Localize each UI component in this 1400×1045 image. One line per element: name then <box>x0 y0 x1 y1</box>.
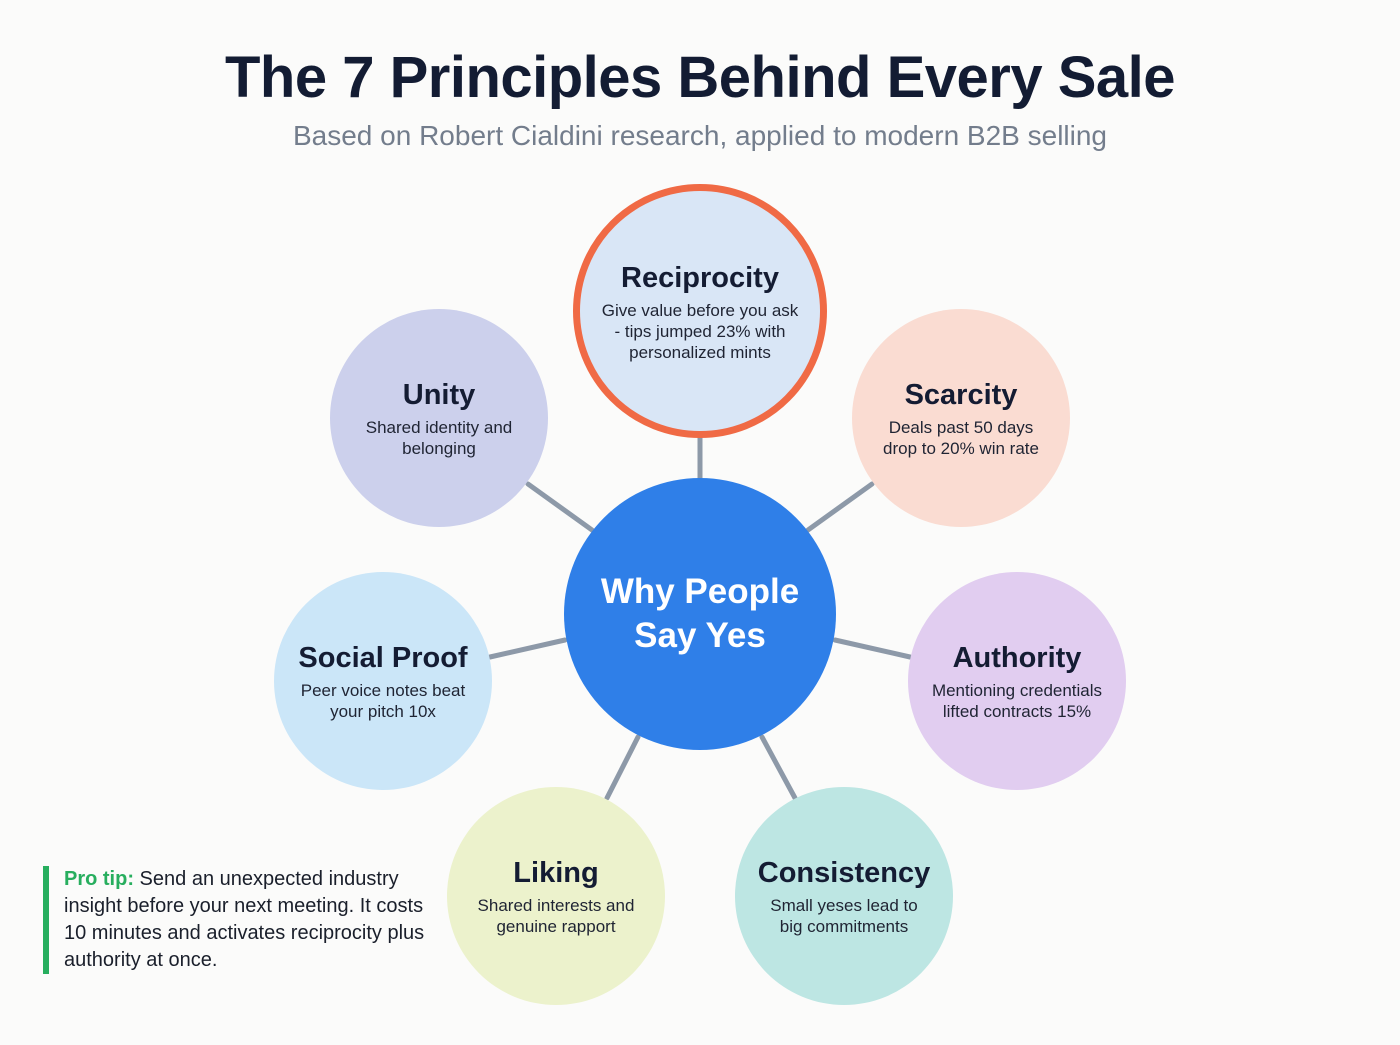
principle-liking: Liking Shared interests and genuine rapp… <box>447 787 665 1005</box>
principle-reciprocity: Reciprocity Give value before you ask - … <box>573 184 827 438</box>
principle-consistency: Consistency Small yeses lead to big comm… <box>735 787 953 1005</box>
principle-name: Unity <box>402 379 476 411</box>
connector-consistency <box>759 734 798 801</box>
principle-description: Small yeses lead to big commitments <box>770 896 918 936</box>
connector-unity <box>525 481 595 533</box>
connector-scarcity <box>805 481 875 533</box>
connector-liking <box>604 734 641 801</box>
page-title: The 7 Principles Behind Every Sale <box>224 45 1176 110</box>
principle-name: Social Proof <box>298 642 468 674</box>
pro-tip-label: Pro tip: <box>64 868 134 890</box>
principle-name: Authority <box>952 642 1082 674</box>
connector-social-proof <box>487 637 568 660</box>
principle-scarcity: Scarcity Deals past 50 days drop to 20% … <box>852 309 1070 527</box>
principle-social-proof: Social Proof Peer voice notes beat your … <box>274 572 492 790</box>
connector-authority <box>832 637 913 660</box>
principle-name: Reciprocity <box>621 261 779 294</box>
principle-name: Consistency <box>757 857 931 889</box>
principle-authority: Authority Mentioning credentials lifted … <box>908 572 1126 790</box>
principle-description: Peer voice notes beat your pitch 10x <box>300 681 466 721</box>
hub-node: Why People Say Yes <box>564 478 836 750</box>
principle-unity: Unity Shared identity and belonging <box>330 309 548 527</box>
principle-description: Shared interests and genuine rapport <box>477 896 635 936</box>
hub-label: Why People Say Yes <box>600 572 800 655</box>
principle-description: Shared identity and belonging <box>365 418 513 458</box>
page-subtitle: Based on Robert Cialdini research, appli… <box>292 120 1108 151</box>
principle-description: Mentioning credentials lifted contracts … <box>931 681 1103 721</box>
pro-tip-text: Send an unexpected industry insight befo… <box>64 868 425 971</box>
principle-name: Liking <box>513 857 599 889</box>
principle-name: Scarcity <box>904 379 1018 411</box>
principle-description: Deals past 50 days drop to 20% win rate <box>883 418 1039 458</box>
principle-description: Give value before you ask - tips jumped … <box>601 300 799 362</box>
pro-tip-callout: Pro tip: Send an unexpected industry ins… <box>43 866 434 974</box>
